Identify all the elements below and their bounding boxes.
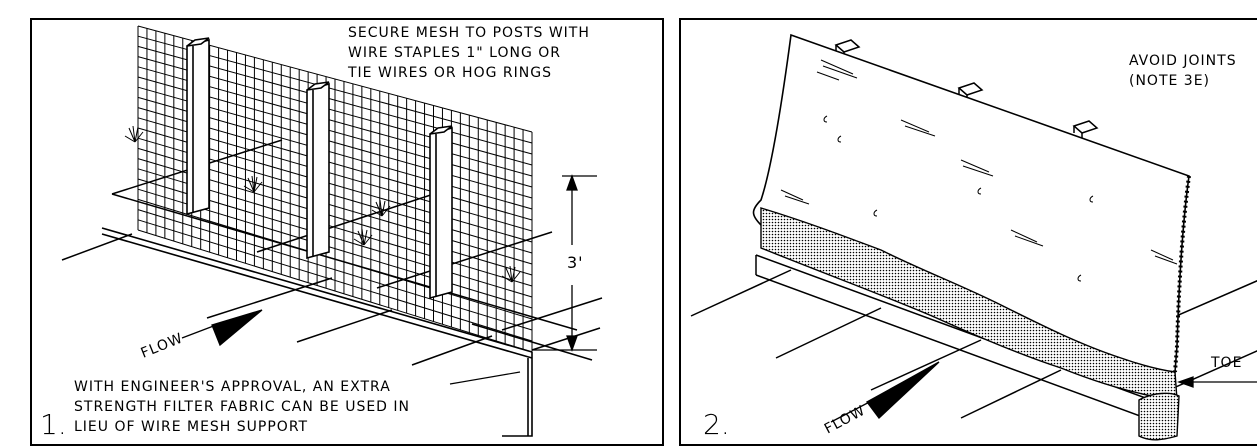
note-leader	[449, 371, 521, 385]
detail-number: 2.	[703, 408, 730, 441]
note-line: STRENGTH FILTER FABRIC CAN BE USED IN	[74, 399, 411, 415]
detail-number: 1.	[40, 408, 67, 441]
mesh-wire-horizontal	[137, 198, 533, 320]
toe-pointer	[1177, 376, 1257, 388]
flow-arrow	[830, 361, 940, 423]
panel-wire-mesh-fence: SECURE MESH TO POSTS WITH WIRE STAPLES 1…	[30, 18, 664, 446]
flow-arrow	[181, 309, 263, 347]
fence-post	[306, 82, 330, 260]
note-line: WITH ENGINEER'S APPROVAL, AN EXTRA	[74, 379, 391, 395]
post-tops	[834, 39, 1099, 139]
mesh-wire-horizontal	[137, 219, 533, 342]
fence-post-cap	[306, 81, 330, 91]
note-line: (NOTE 3E)	[1129, 73, 1211, 89]
note-line: TIE WIRES OR HOG RINGS	[348, 65, 552, 81]
fence-post-cap	[186, 37, 210, 47]
engineer-approval-note: WITH ENGINEER'S APPROVAL, AN EXTRA STREN…	[74, 377, 410, 437]
toe-label: TOE	[1211, 355, 1243, 371]
fence-post	[429, 126, 453, 300]
mesh-fence-drawing	[61, 25, 603, 437]
note-line: LIEU OF WIRE MESH SUPPORT	[74, 419, 309, 435]
mesh-wire-horizontal	[137, 229, 533, 353]
fence-post-cap	[429, 125, 453, 135]
height-label: 3'	[567, 253, 584, 272]
mesh-bottom-edge	[101, 227, 533, 437]
filter-fabric-drawing	[690, 33, 1257, 441]
panel-filter-fabric: AVOID JOINTS (NOTE 3E) TOE FLOW 2.	[679, 18, 1257, 446]
avoid-joints-note: AVOID JOINTS (NOTE 3E)	[1129, 51, 1237, 91]
fence-posts	[186, 37, 453, 300]
fence-post	[186, 38, 210, 216]
note-line: AVOID JOINTS	[1129, 53, 1237, 69]
trench-sediment	[760, 207, 1178, 401]
note-line: WIRE STAPLES 1" LONG OR	[348, 45, 561, 61]
mesh-attachment-note: SECURE MESH TO POSTS WITH WIRE STAPLES 1…	[348, 23, 590, 83]
note-line: SECURE MESH TO POSTS WITH	[348, 25, 590, 41]
grass-tufts	[124, 125, 521, 283]
toe-trench	[1138, 392, 1180, 441]
mesh-wire-horizontal	[137, 209, 533, 331]
fabric-texture-strokes	[780, 59, 1178, 282]
height-dimension	[532, 174, 597, 352]
